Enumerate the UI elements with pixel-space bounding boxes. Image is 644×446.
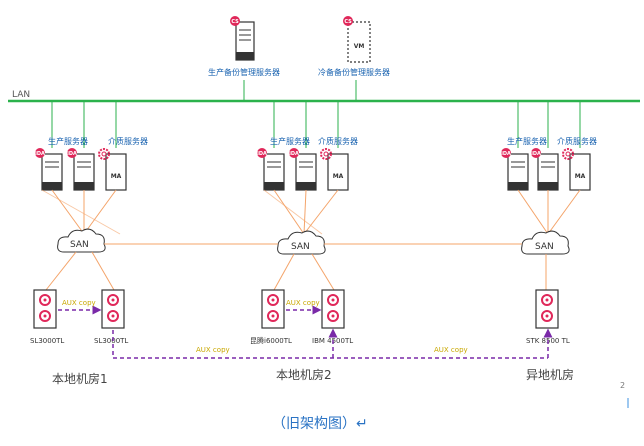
site-2-media-server: MA [320, 148, 349, 191]
svg-text:MA: MA [575, 173, 586, 180]
svg-text:MA: MA [111, 173, 122, 180]
site-3-tape-library [535, 289, 559, 329]
ida-badge-icon [67, 148, 77, 158]
site-3-media-label: 介质服务器 [557, 136, 597, 146]
site-2-media-label: 介质服务器 [318, 136, 358, 146]
site-2-name: 本地机房2 [276, 367, 332, 382]
ida-badge-icon [501, 148, 511, 158]
ida-badge-icon [35, 148, 45, 158]
svg-text:iDA: iDA [35, 151, 45, 157]
site-2-tape-library-2 [321, 289, 345, 329]
site-2-prod-server-2: iDA [289, 148, 317, 191]
site-1-san-label: SAN [70, 240, 89, 250]
ida-badge-icon [257, 148, 267, 158]
site-2-san-cloud [277, 230, 326, 255]
production-backup-server-label: 生产备份管理服务器 [208, 67, 280, 77]
site-3: 生产服务器 介质服务器 iDA iDA MA SAN [501, 101, 597, 382]
site-1: 生产服务器 介质服务器 iDA iDA MA SAN [30, 101, 148, 386]
gear-icon [98, 148, 110, 160]
site-3-media-server: MA [562, 148, 591, 191]
svg-text:CS: CS [344, 19, 352, 25]
gear-icon [320, 148, 332, 160]
site-2-tape1-label: 昆腾i6000TL [250, 336, 292, 345]
site-1-tape-library-1 [33, 289, 57, 329]
ida-badge-icon [289, 148, 299, 158]
svg-text:iDA: iDA [67, 151, 77, 157]
site-2-aux-label: AUX copy [286, 299, 320, 307]
cold-backup-server-label: 冷备备份管理服务器 [318, 67, 390, 77]
site-2-san-label: SAN [291, 242, 310, 252]
site-3-prod-server-1: iDA [501, 148, 529, 191]
cross-aux-label-2: AUX copy [434, 346, 468, 354]
site-3-prod-label: 生产服务器 [507, 136, 547, 146]
svg-text:CS: CS [231, 19, 239, 25]
page-number: 2 [620, 381, 625, 390]
svg-text:iDA: iDA [501, 151, 511, 157]
site-1-media-server: MA [98, 148, 127, 191]
site-3-name: 异地机房 [526, 367, 574, 382]
gear-icon [562, 148, 574, 160]
caption: （旧架构图）↵ [272, 416, 368, 432]
cold-backup-server: VM CS [343, 16, 371, 63]
site-1-aux-label: AUX copy [62, 299, 96, 307]
cross-aux-label-1: AUX copy [196, 346, 230, 354]
site-1-tape1-label: SL3000TL [30, 337, 64, 345]
site-1-prod-server-1: iDA [35, 148, 63, 191]
site-1-tape-library-2 [101, 289, 125, 329]
cs-badge-icon [230, 16, 240, 26]
site-3-san-cloud [521, 230, 570, 255]
cs-badge-icon [343, 16, 353, 26]
lan-label: LAN [12, 90, 30, 100]
production-backup-server: CS [230, 16, 255, 61]
svg-text:iDA: iDA [257, 151, 267, 157]
site-2-tape-library-1 [261, 289, 285, 329]
svg-text:VM: VM [354, 43, 365, 50]
site-2-prod-label: 生产服务器 [270, 136, 310, 146]
site-3-san-label: SAN [535, 242, 554, 252]
svg-text:iDA: iDA [289, 151, 299, 157]
site-1-prod-label: 生产服务器 [48, 136, 88, 146]
site-1-prod-server-2: iDA [67, 148, 95, 191]
site-3-prod-server-2: iDA [531, 148, 559, 191]
site-2: 生产服务器 介质服务器 iDA iDA MA SAN [250, 101, 358, 382]
svg-text:iDA: iDA [531, 151, 541, 157]
site-1-name: 本地机房1 [52, 371, 108, 386]
site-1-media-label: 介质服务器 [108, 136, 148, 146]
ida-badge-icon [531, 148, 541, 158]
site-1-tape2-label: SL3000TL [94, 337, 128, 345]
svg-text:MA: MA [333, 173, 344, 180]
site-2-prod-server-1: iDA [257, 148, 285, 191]
